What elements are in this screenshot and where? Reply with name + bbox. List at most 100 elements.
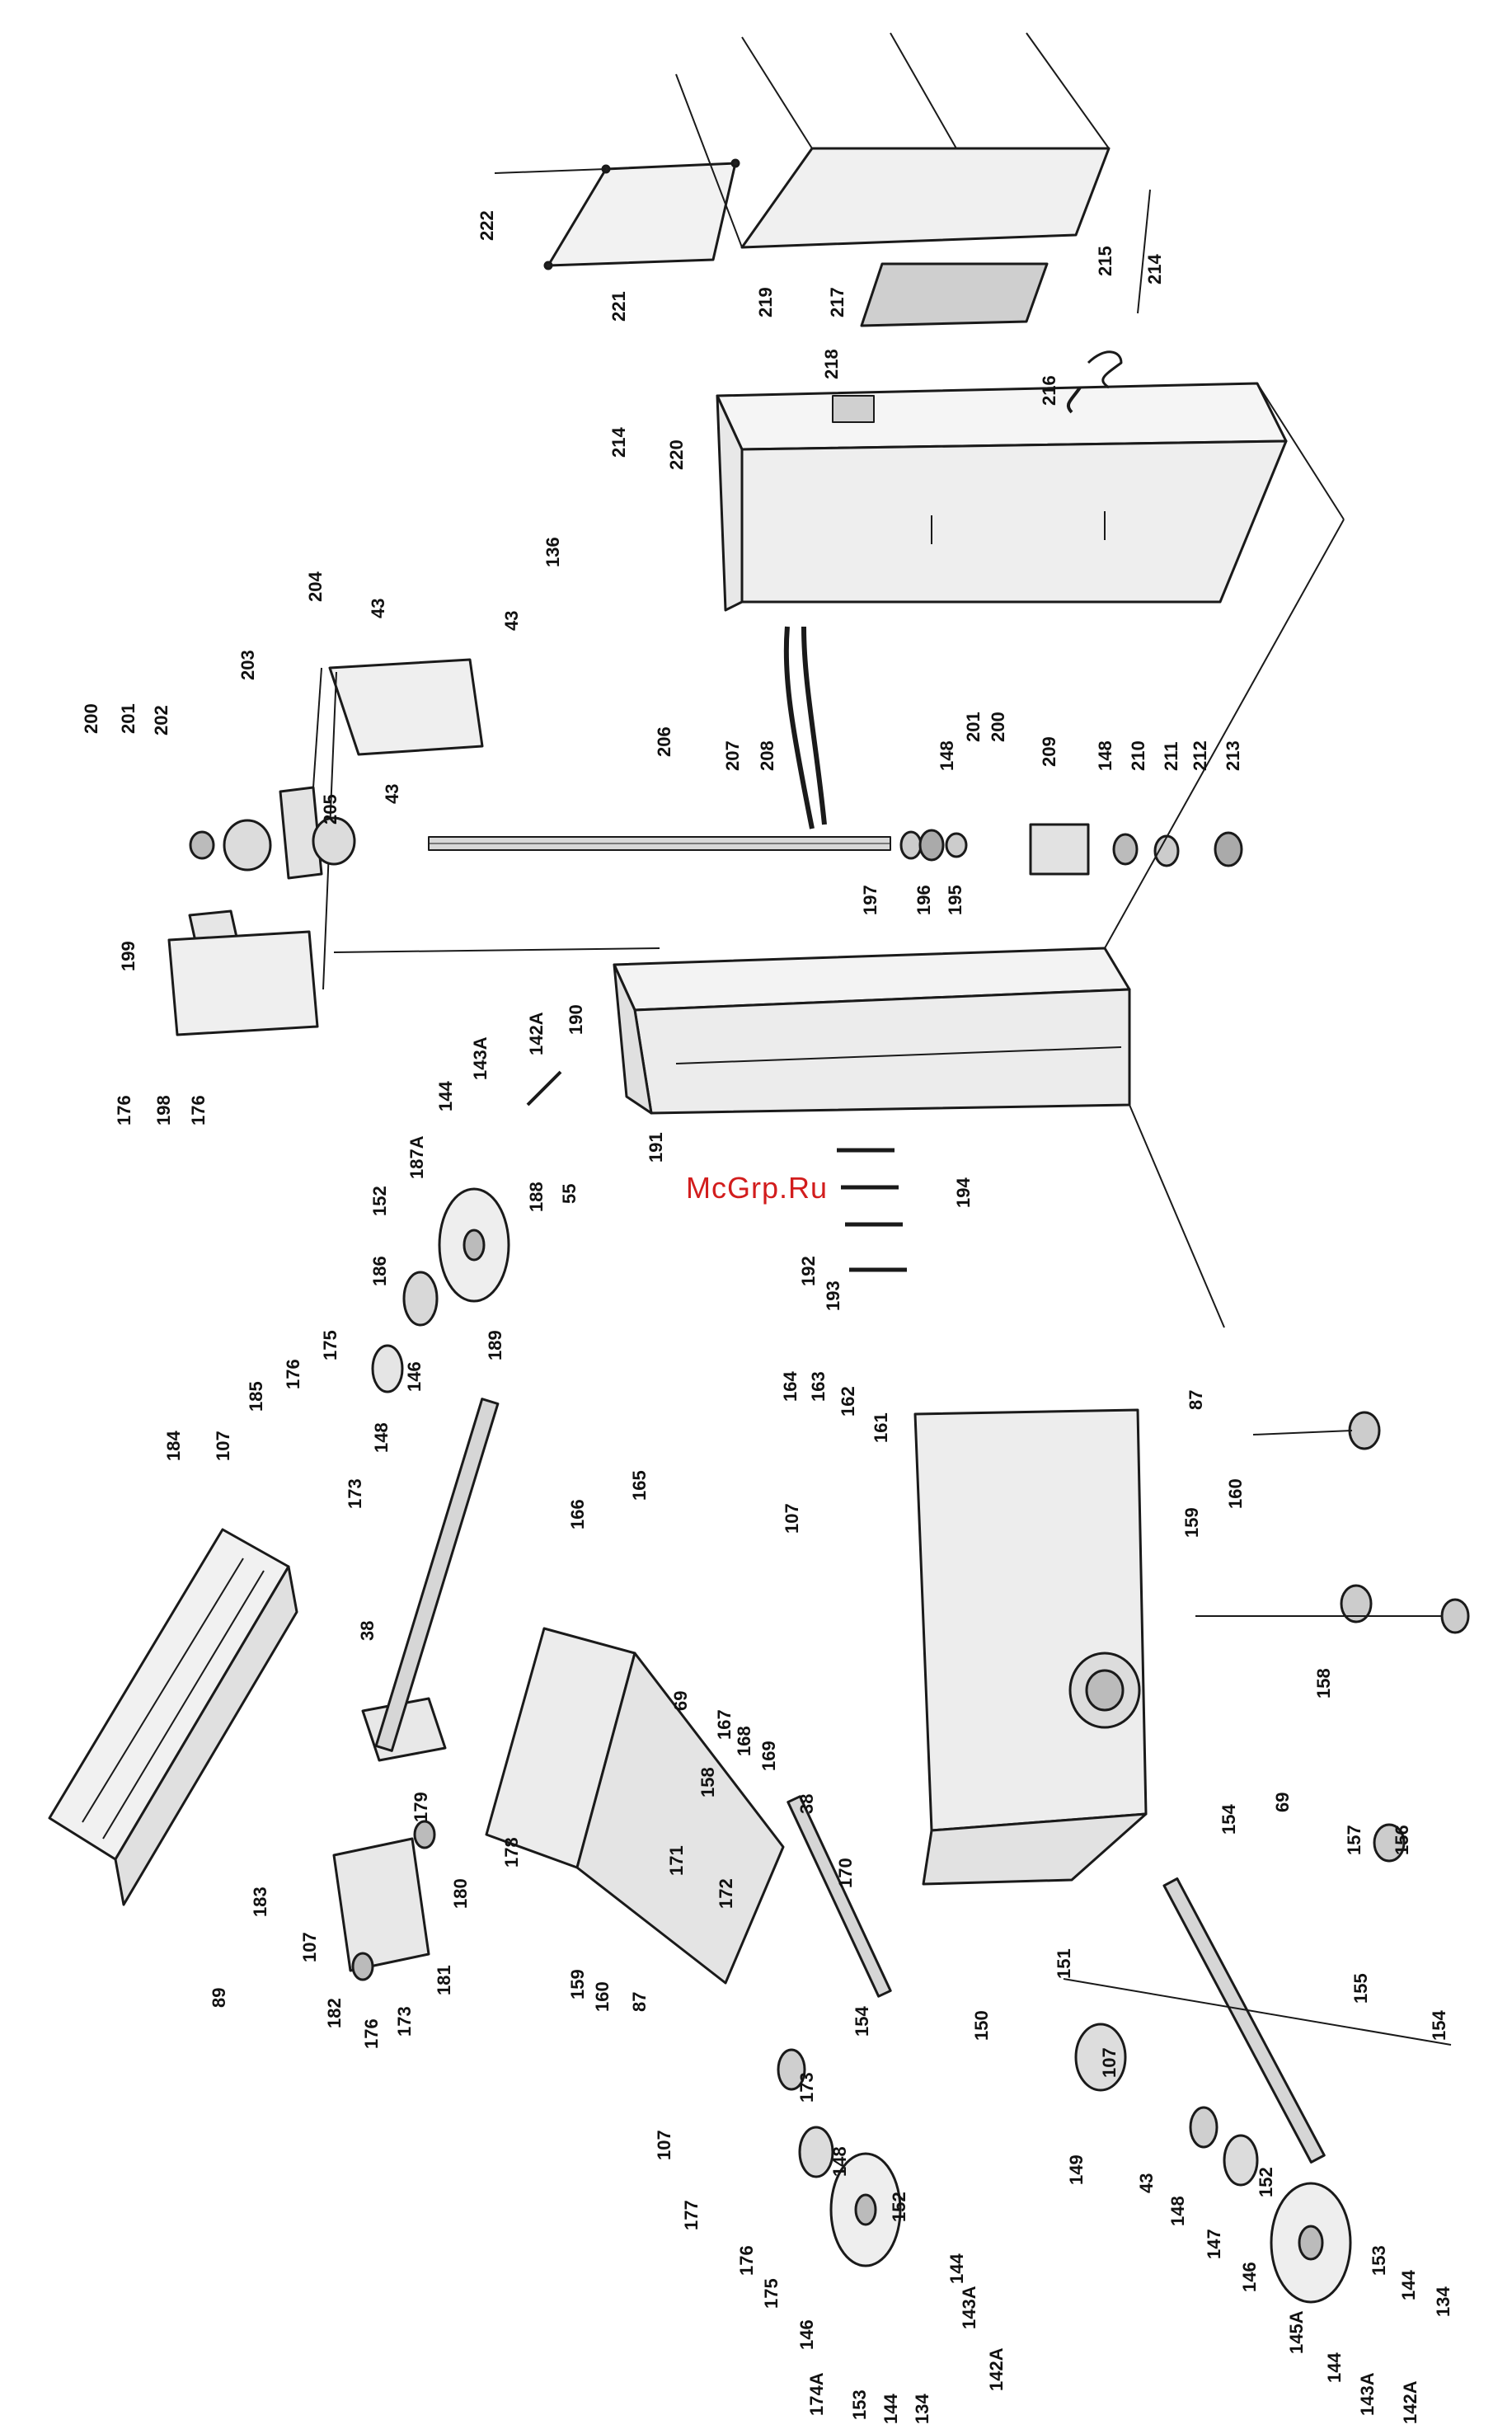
part-label: 142A: [526, 1012, 547, 1055]
part-label: 147: [1204, 2229, 1224, 2259]
part-label: 216: [1039, 375, 1059, 406]
part-label: 168: [734, 1726, 754, 1756]
part-label: 148: [1167, 2196, 1188, 2226]
part-label: 190: [566, 1004, 586, 1035]
cross-slide: [361, 1627, 785, 1985]
part-label: 142A: [1400, 2380, 1420, 2424]
part-label: 178: [501, 1837, 522, 1868]
part-label: 150: [971, 2010, 992, 2041]
part-label: 152: [369, 1186, 390, 1216]
part-label: 69: [1272, 1792, 1293, 1812]
part-label: 177: [681, 2200, 702, 2230]
part-label: 171: [666, 1845, 687, 1876]
part-label: 146: [796, 2319, 817, 2350]
lower-left-handwheel: [777, 2048, 902, 2267]
part-label: 176: [736, 2245, 757, 2276]
power-cord: [1066, 189, 1151, 414]
part-label: 175: [320, 1330, 340, 1360]
part-label: 215: [1095, 246, 1115, 276]
inspection-window: [860, 262, 1049, 327]
part-label: 176: [283, 1359, 303, 1389]
part-label: 158: [697, 1767, 718, 1797]
part-label: 143A: [1357, 2372, 1378, 2416]
part-label: 148: [371, 1422, 392, 1453]
part-label: 162: [838, 1386, 858, 1417]
part-label: 210: [1128, 740, 1148, 771]
part-label: 146: [404, 1361, 425, 1392]
part-label: 134: [1433, 2286, 1453, 2317]
part-label: 204: [305, 571, 326, 602]
part-label: 144: [880, 2394, 901, 2424]
part-label: 182: [324, 1998, 345, 2028]
part-label: 183: [250, 1887, 270, 1917]
part-label: 148: [937, 740, 957, 771]
part-label: 155: [1350, 1973, 1371, 2004]
part-label: 185: [246, 1381, 266, 1412]
part-label: 186: [369, 1256, 390, 1286]
side-cover-panel: [675, 32, 1111, 249]
column-bolts: [837, 1148, 907, 1272]
lower-bracket-plate: [167, 930, 319, 1036]
part-label: 169: [758, 1741, 779, 1771]
part-label: 153: [1369, 2245, 1389, 2276]
part-label: 218: [821, 349, 842, 379]
part-label: 205: [320, 794, 340, 825]
part-label: 207: [722, 740, 743, 771]
part-label: 214: [1144, 254, 1165, 284]
upper-bracket-plate: [322, 658, 484, 990]
part-label: 176: [114, 1095, 134, 1125]
part-label: 197: [860, 885, 880, 915]
part-label: 200: [988, 712, 1008, 742]
part-label: 38: [796, 1793, 817, 1814]
part-label: 211: [1161, 741, 1181, 772]
part-label: 87: [1186, 1389, 1206, 1410]
part-label: 173: [394, 2006, 415, 2037]
part-label: 206: [654, 726, 674, 757]
part-label: 107: [213, 1431, 233, 1461]
part-label: 89: [209, 1987, 229, 2008]
part-label: 43: [1136, 2173, 1157, 2193]
part-label: 43: [382, 783, 402, 804]
part-label: 144: [1324, 2352, 1345, 2383]
part-label: 107: [299, 1932, 320, 1962]
part-label: 201: [118, 703, 139, 734]
part-label: 145A: [1286, 2310, 1307, 2354]
lead-screw-upper: [428, 836, 891, 851]
base-frame: [913, 1408, 1148, 1886]
part-label: 164: [780, 1371, 801, 1402]
part-label: 191: [646, 1132, 666, 1163]
part-label: 220: [666, 439, 687, 470]
part-label: 184: [163, 1431, 184, 1461]
part-label: 187A: [406, 1135, 427, 1179]
part-label: 87: [629, 1991, 650, 2012]
gear-box-block: [332, 1820, 436, 1981]
part-label: 144: [435, 1081, 456, 1111]
part-label: 154: [1219, 1804, 1239, 1835]
part-label: 163: [808, 1371, 829, 1402]
lower-right-handwheel: [1063, 1978, 1452, 2304]
part-label: 203: [237, 650, 258, 680]
part-label: 170: [835, 1858, 856, 1888]
support-arm: [188, 667, 323, 954]
part-label: 152: [889, 2192, 909, 2222]
part-label: 201: [963, 712, 984, 742]
part-label: 142A: [986, 2347, 1007, 2391]
part-label: 55: [559, 1183, 580, 1204]
part-label: 159: [1181, 1507, 1202, 1538]
electrical-box: [716, 382, 1345, 612]
part-label: 209: [1039, 736, 1059, 767]
part-label: 196: [913, 885, 934, 915]
part-label: 193: [823, 1280, 843, 1311]
part-label: 154: [852, 2006, 872, 2037]
part-label: 38: [357, 1620, 378, 1641]
part-label: 173: [796, 2072, 817, 2103]
part-label: 156: [1392, 1825, 1412, 1855]
part-label: 179: [411, 1792, 431, 1822]
watermark: McGrp.Ru: [686, 1171, 829, 1205]
part-label: 172: [716, 1878, 736, 1909]
part-label: 144: [946, 2253, 967, 2284]
part-label: 107: [1099, 2047, 1120, 2078]
part-label: 212: [1190, 740, 1210, 771]
bearing-housing: [189, 816, 356, 872]
